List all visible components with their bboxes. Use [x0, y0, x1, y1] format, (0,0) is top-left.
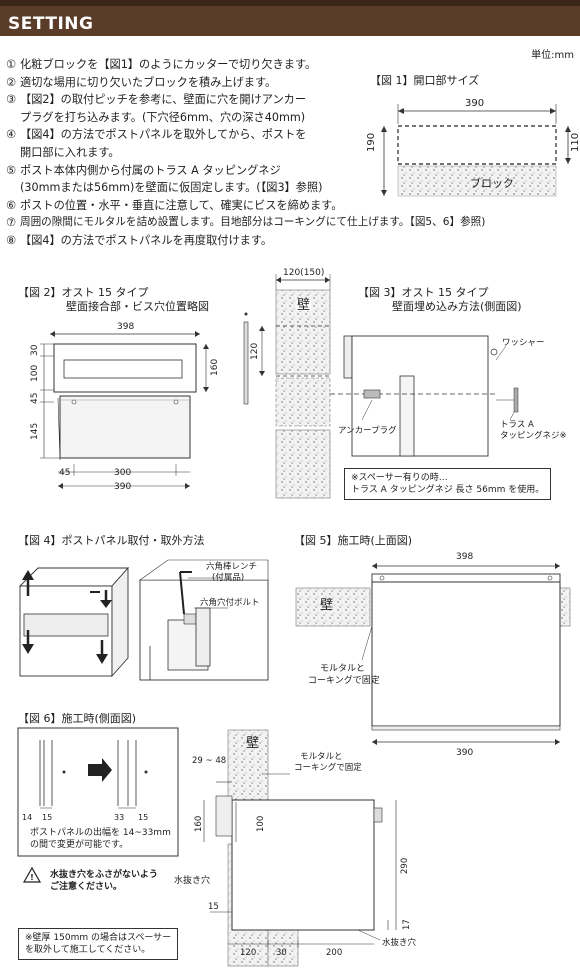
fig6-dim-29-48: 29 ~ 48 [192, 756, 227, 766]
fig6-panel-note-line1: ポストパネルの出幅を 14~33mm [30, 828, 171, 838]
fig6-warn-line2: ご注意ください。 [50, 882, 123, 892]
fig3-screw-line1: トラス A [500, 420, 534, 430]
wall-dim-120: 120 [250, 342, 260, 360]
fig6-dim-120: 120 [240, 948, 257, 958]
fig2-dim-30: 30 [30, 344, 40, 356]
fig3-washer-label: ワッシャー [502, 338, 545, 348]
step-5-cont: (30mmまたは56mm)を壁面に仮固定します。(【図3】参照) [20, 181, 323, 195]
fig6-drain-label: 水抜き穴 [174, 876, 211, 887]
fig3-subtitle: 壁面埋め込み方法(側面図) [392, 300, 522, 313]
fig1-height-left-label: 190 [366, 132, 377, 152]
fig4-title: 【図 4】ポストパネル取付・取外方法 [18, 534, 205, 547]
fig2-dim-top: 398 [117, 322, 135, 332]
fig6-warn-line1: 水抜き穴をふさがないよう [50, 870, 158, 880]
fig2-dim-100: 100 [30, 364, 40, 382]
fig6-spacer-note-line1: ※壁厚 150mm の場合はスペーサー [25, 933, 172, 943]
fig6-mortar-line1: モルタルと [300, 752, 343, 762]
fig4-bolt-label: 六角穴付ボルト [200, 598, 260, 608]
fig2-dim-145: 145 [30, 422, 40, 440]
fig1-title: 【図 1】開口部サイズ [370, 74, 480, 87]
step-8: ⑧【図4】の方法でポストパネルを再度取付けます。 [6, 233, 273, 247]
fig3-note-box: ※スペーサー有りの時… トラス A タッピングネジ 長さ 56mm を使用。 [344, 468, 552, 500]
fig6-dim-290: 290 [400, 857, 410, 874]
step-4-cont: 開口部に入れます。 [20, 145, 120, 159]
fig6-dim-160: 160 [194, 815, 204, 832]
fig6-spacer-note-line2: を取外して施工してください。 [25, 945, 151, 955]
fig4-wrench-line2: (付属品) [212, 573, 245, 583]
fig2-dim-300: 300 [114, 468, 132, 478]
fig4-wrench-line1: 六角棒レンチ [206, 562, 258, 572]
page-title: SETTING [8, 14, 94, 34]
step-4: ④【図4】の方法でポストパネルを取外してから、ポストを [6, 128, 307, 142]
step-3-cont: プラグを打ち込みます。(下穴径6mm、穴の深さ40mm) [20, 110, 306, 124]
fig6-dim-30: 30 [276, 948, 287, 958]
fig1-block-label: ブロック [470, 177, 514, 190]
fig3-anchor-label: アンカープラグ [338, 426, 397, 436]
fig2-dim-45: 45 [30, 392, 40, 404]
fig6-title: 【図 6】施工時(側面図) [18, 712, 137, 725]
fig5-dim-top: 398 [456, 552, 474, 562]
fig5-mortar-line2: コーキングで固定 [308, 676, 380, 686]
fig6-panel-note-line2: の間で変更が可能です。 [30, 840, 129, 850]
fig6-spacer-note-box: ※壁厚 150mm の場合はスペーサー を取外して施工してください。 [18, 928, 179, 960]
fig2-dim-390: 390 [114, 482, 132, 492]
wall-dim-top: 120(150) [283, 268, 325, 278]
fig5-dim-bottom: 390 [456, 748, 474, 758]
fig6-wall-label: 壁 [246, 736, 260, 751]
fig5-title: 【図 5】施工時(上面図) [294, 534, 413, 547]
fig2-subtitle: 壁面接合部・ビス穴位置略図 [66, 300, 209, 313]
fig3-screw-line2: タッピングネジ※ [500, 431, 567, 441]
fig6-drain-bottom: 水抜き穴 [382, 938, 417, 948]
fig2-dim-160: 160 [210, 358, 220, 376]
fig6-dim-200: 200 [326, 948, 343, 958]
fig6-dim-17: 17 [402, 919, 412, 930]
fig5-mortar-line1: モルタルと [320, 664, 366, 674]
fig6-dim-100: 100 [256, 815, 266, 832]
fig2-dim-bottom-45: 45 [59, 468, 71, 478]
fig1-height-right-label: 110 [570, 132, 580, 152]
fig3-title: 【図 3】オスト 15 タイプ [358, 286, 489, 299]
fig6-dim-left-15: 15 [42, 813, 53, 822]
fig6-dim-left-14: 14 [22, 813, 33, 822]
step-3: ③【図2】の取付ピッチを参考に、壁面に穴を開けアンカー [6, 93, 307, 107]
fig6-dim-15: 15 [208, 902, 219, 912]
fig6-dim-right-33: 33 [114, 813, 125, 822]
fig6-dim-right-15: 15 [138, 813, 149, 822]
fig3-note-line1: ※スペーサー有りの時… [351, 473, 448, 483]
unit-label: 単位:mm [531, 50, 574, 61]
fig5-wall-label: 壁 [320, 598, 334, 613]
svg-text:!: ! [30, 873, 34, 882]
fig2-title: 【図 2】オスト 15 タイプ [18, 286, 149, 299]
fig1-width-label: 390 [465, 98, 485, 109]
wall-label: 壁 [296, 298, 312, 313]
header-bar: SETTING [0, 0, 580, 36]
fig6-mortar-line2: コーキングで固定 [294, 763, 362, 773]
fig3-note-line2: トラス A タッピングネジ 長さ 56mm を使用。 [351, 485, 545, 495]
